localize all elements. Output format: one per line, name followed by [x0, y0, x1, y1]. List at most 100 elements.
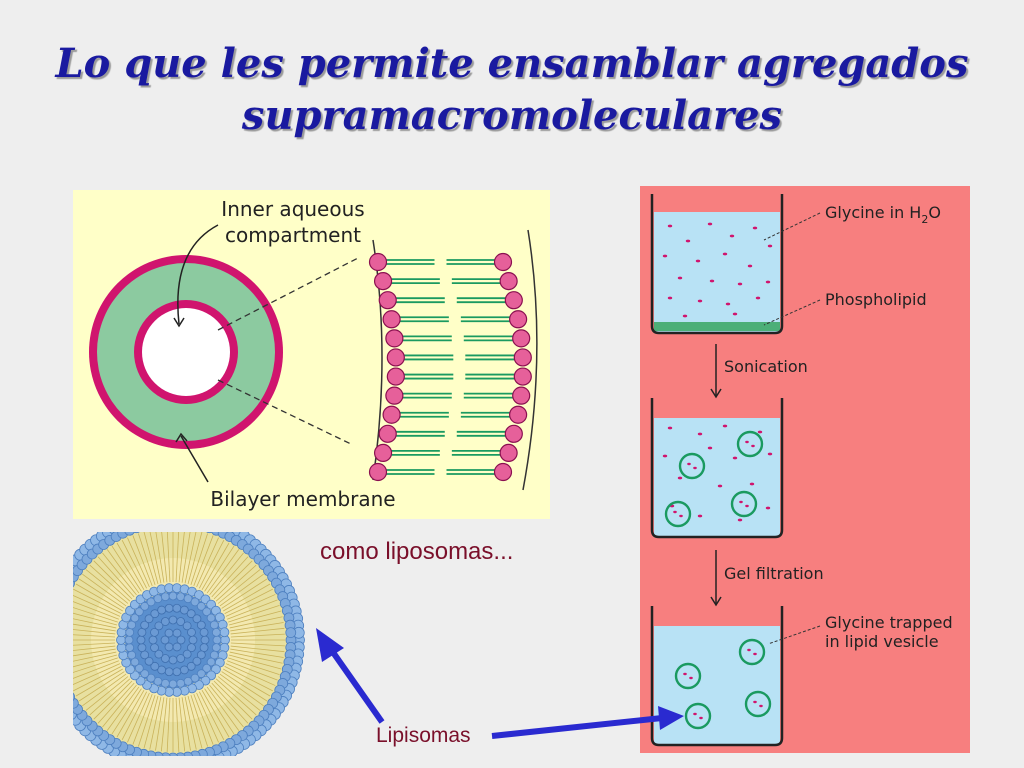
zoom-guide-lines: [217, 257, 359, 446]
arrow-to-liposome: [316, 628, 385, 724]
phospholipid-pair: [368, 252, 513, 272]
liposome-illustration: [73, 532, 305, 756]
glycine-dot: [709, 279, 715, 283]
lipid-vesicle: [684, 702, 712, 730]
glycine-dot: [662, 454, 668, 458]
glycine-dot: [682, 314, 688, 318]
beaker-1: [650, 194, 784, 335]
glycine-dot: [732, 312, 738, 316]
glycine-dot: [695, 259, 701, 263]
step-arrow-gel-filtration: [710, 550, 722, 607]
glycine-dot: [667, 296, 673, 300]
lipid-vesicles-3: [674, 638, 772, 730]
phospholipid-pair: [386, 348, 532, 367]
pointer-inner-head: [173, 317, 185, 328]
glycine-dot: [685, 239, 691, 243]
slide-title: Lo que les permite ensamblar agregados s…: [0, 38, 1024, 142]
glycine-dot: [737, 518, 743, 522]
phospholipid-pair: [385, 386, 531, 405]
phospholipid-label: Phospholipid: [825, 290, 927, 309]
glycine-dot: [697, 432, 703, 436]
glycine-label-main: Glycine in H: [825, 203, 921, 222]
phospholipid-pair: [378, 424, 523, 443]
label-bilayer-membrane: Bilayer membrane: [210, 487, 395, 511]
glycine-dot: [667, 426, 673, 430]
glycine-dot: [767, 244, 773, 248]
glycine-dot: [697, 299, 703, 303]
glycine-dot: [765, 280, 771, 284]
water-1: [654, 212, 780, 332]
lipisomas-label: Lipisomas: [376, 724, 471, 747]
label-inner-line-1: Inner aqueous: [221, 197, 364, 221]
label-inner-compartment: Inner aqueous compartment: [221, 197, 364, 247]
glycine-dot: [755, 296, 761, 300]
glycine-dot: [765, 506, 771, 510]
glycine-dot: [662, 254, 668, 258]
pointer-inner: [177, 224, 219, 325]
glycine-dot: [667, 224, 673, 228]
bilayer-outer-arc: [522, 229, 538, 491]
glycine-dot: [722, 424, 728, 428]
phospholipid-pair: [386, 367, 532, 386]
label-glycine-in-water: Glycine in H2O: [825, 203, 941, 226]
glycine-label-tail: O: [928, 203, 941, 222]
glycine-dot: [725, 302, 731, 306]
glycine-dot: [707, 222, 713, 226]
phospholipid-pair: [373, 443, 518, 463]
title-line-2: supramacromoleculares: [241, 92, 783, 139]
lipid-vesicle: [674, 662, 702, 690]
pointer-bilayer: [180, 435, 209, 483]
bilayer-detail: [368, 229, 538, 491]
lipid-vesicles-2: [664, 430, 764, 528]
liposome-head-groups: [73, 532, 305, 756]
glycine-dot: [697, 514, 703, 518]
glycine-dot: [757, 430, 763, 434]
beaker-3: [650, 606, 784, 747]
glycine-leader: [763, 212, 821, 241]
glycine-dot: [722, 252, 728, 256]
title-line-1: Lo que les permite ensamblar agregados: [55, 40, 969, 87]
water-2: [654, 418, 780, 536]
glycine-molecules-1: [662, 222, 773, 318]
glycine-dot: [747, 264, 753, 268]
glycine-dot: [677, 476, 683, 480]
trapped-label-line-2: in lipid vesicle: [825, 632, 939, 651]
glycine-dot: [707, 446, 713, 450]
lipid-vesicle: [664, 500, 692, 528]
glycine-dot: [752, 226, 758, 230]
lipid-vesicle: [738, 638, 766, 666]
lipid-vesicle: [678, 452, 706, 480]
beaker-2: [650, 398, 784, 539]
lipid-vesicle: [744, 690, 772, 718]
vesicle-cross-section-diagram: Inner aqueous compartment Bilayer membra…: [73, 190, 550, 519]
vesicle-preparation-procedure: Sonication Gel filtration Glycine in H2O…: [640, 186, 970, 753]
phospholipid-pair: [382, 310, 528, 329]
vesicle-ring: [89, 255, 283, 449]
glycine-dot: [749, 482, 755, 486]
trapped-label-line-1: Glycine trapped: [825, 613, 953, 632]
glycine-dot: [767, 452, 773, 456]
glycine-dot: [729, 234, 735, 238]
lipid-vesicle: [730, 490, 758, 518]
glycine-label-subscript: 2: [921, 213, 928, 226]
phospholipid-layer: [654, 322, 780, 331]
glycine-dot: [737, 282, 743, 286]
phospholipid-pair: [368, 462, 513, 482]
inner-aqueous-compartment: [142, 308, 230, 396]
beaker-outline-1: [650, 194, 784, 335]
phospholipid-pair: [382, 405, 528, 424]
glycine-dot: [677, 276, 683, 280]
glycine-dot: [732, 456, 738, 460]
step-arrow-sonication: [710, 344, 722, 399]
beaker-outline-2: [650, 398, 784, 539]
phospholipid-pair: [385, 329, 531, 348]
svg-text:Glycine in H2O: Glycine in H2O: [825, 203, 941, 226]
phospholipid-leader: [763, 299, 821, 326]
lipid-vesicle: [736, 430, 764, 458]
caption-como-liposomas: como liposomas...: [320, 538, 514, 565]
label-inner-line-2: compartment: [225, 223, 361, 247]
glycine-molecules-2: [662, 424, 773, 522]
step-gel-filtration-label: Gel filtration: [724, 564, 824, 583]
step-sonication-label: Sonication: [724, 357, 808, 376]
phospholipid-pair: [373, 271, 518, 291]
